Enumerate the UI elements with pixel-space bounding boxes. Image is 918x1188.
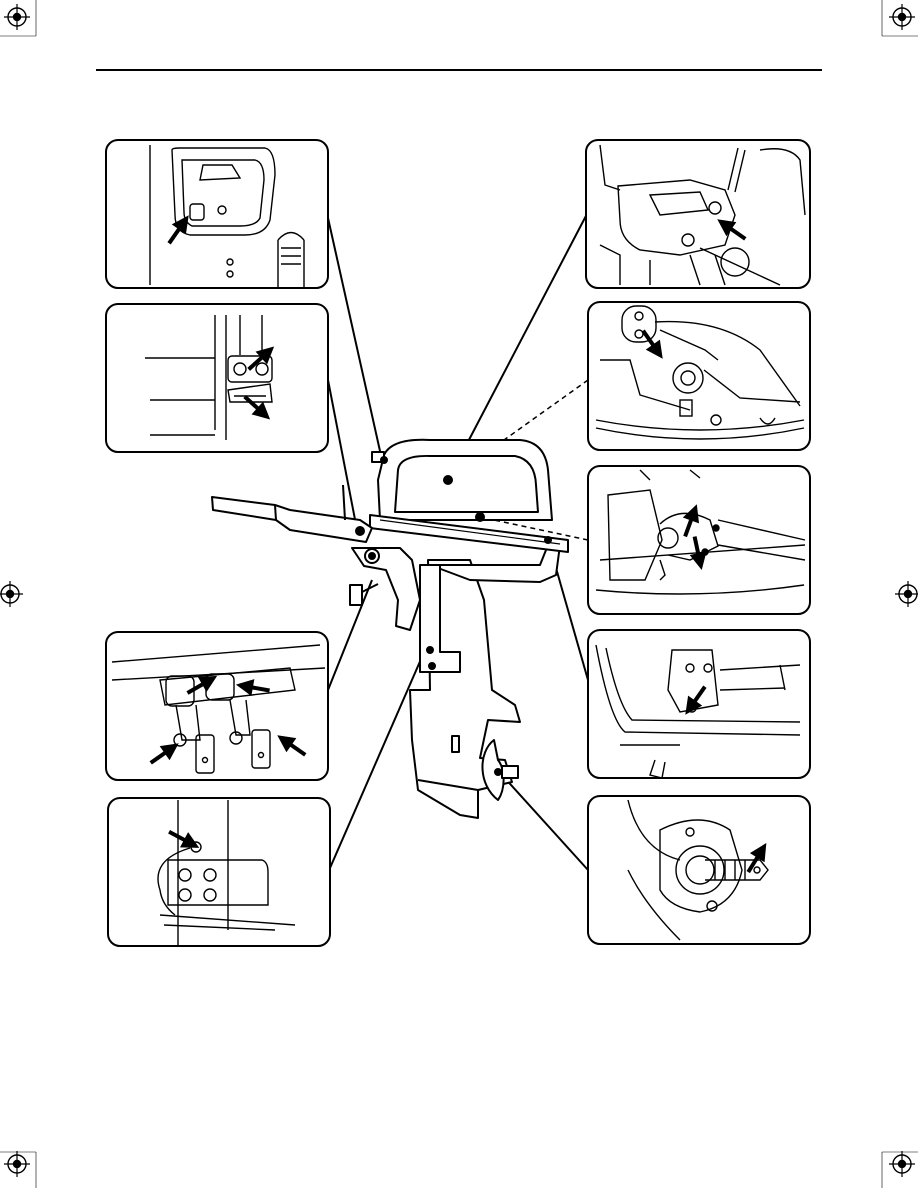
throttle-cable-panel (588, 466, 810, 614)
clamp-bracket-panel (108, 798, 330, 946)
swivel-bracket-panel (106, 632, 328, 780)
propeller-shaft-panel (588, 796, 810, 944)
lube-point-dot (444, 476, 452, 484)
cowling-latch-panel (106, 304, 328, 452)
lube-point-dot (476, 513, 484, 521)
choke-knob-panel (106, 140, 328, 288)
throttle-cam-panel (588, 302, 810, 450)
shift-rod-panel (588, 630, 810, 778)
throttle-link-panel (586, 140, 810, 288)
